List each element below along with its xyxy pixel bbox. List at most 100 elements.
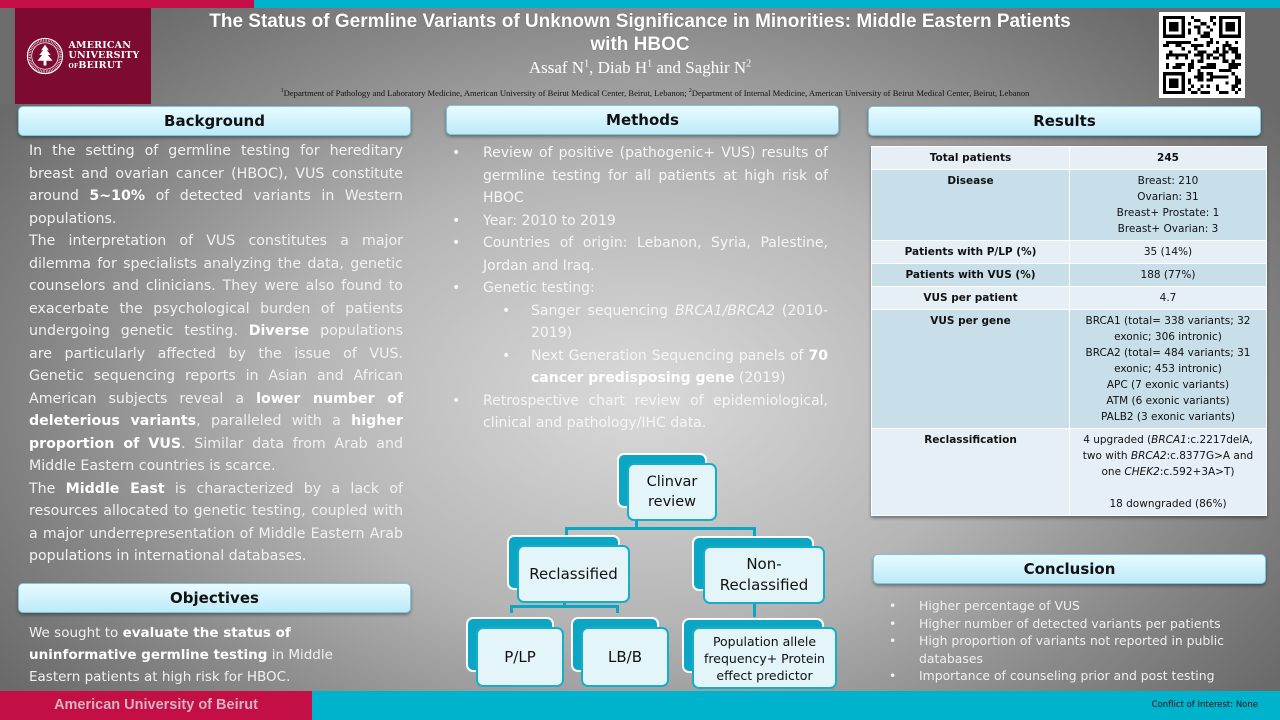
footer-institution: American University of Beirut	[54, 697, 258, 713]
text-run: :c.2217delA, two with	[1082, 434, 1253, 462]
conclusion-header: Conclusion	[873, 554, 1266, 584]
text-run: Sanger sequencing	[531, 302, 675, 319]
affiliation: Department of Internal Medicine, America…	[691, 88, 1030, 98]
flow-node-label: P/LP	[476, 627, 564, 687]
background-paragraph-2: The interpretation of VUS constitutes a …	[29, 230, 403, 478]
logo-wordmark: AMERICAN UNIVERSITY OFBEIRUT	[68, 40, 139, 72]
background-paragraph-3: The Middle East is characterized by a la…	[29, 478, 403, 568]
conclusion-list: Higher percentage of VUSHigher number of…	[889, 597, 1259, 685]
value-line: 245	[1157, 152, 1179, 164]
conclusion-item: Higher number of detected variants per p…	[889, 615, 1259, 633]
text-run: Countries of origin: Lebanon, Syria, Pal…	[483, 235, 828, 274]
text-run: is characterized by a lack of resources …	[29, 480, 403, 565]
text-run: in Middle Eastern patients at high risk …	[29, 647, 333, 685]
author-separator: and	[652, 58, 686, 77]
text-run: (2010-2019)	[531, 302, 828, 342]
text-run: Genetic testing:	[483, 280, 595, 296]
emphasis-text: higher proportion of VUS	[29, 413, 404, 452]
left-strip	[0, 8, 14, 104]
affiliation: Department of Pathology and Laboratory M…	[283, 88, 689, 98]
methods-item: Retrospective chart review of epidemiolo…	[452, 390, 828, 435]
methods-item: Countries of origin: Lebanon, Syria, Pal…	[452, 232, 828, 277]
reclassification-detail: 4 upgraded (BRCA1:c.2217delA, two with B…	[1074, 432, 1262, 480]
author-separator: ,	[589, 58, 598, 77]
footer-bar-blue	[312, 691, 1280, 720]
conclusion-item: High proportion of variants not reported…	[889, 632, 1259, 667]
affiliations: 1Department of Pathology and Laboratory …	[160, 88, 1150, 98]
row-label: Patients with P/LP (%)	[871, 240, 1070, 264]
qr-code[interactable]	[1159, 12, 1245, 98]
emphasis-text: Middle East	[65, 480, 165, 497]
emphasis-text: lower number of deleterious variants	[29, 390, 403, 430]
table-row: Patients with P/LP (%)35 (14%)	[871, 240, 1267, 264]
methods-item: Genetic testing:	[452, 277, 828, 300]
row-value: BRCA1 (total= 338 variants; 32 exonic; 3…	[1069, 309, 1267, 429]
connector-line	[565, 527, 568, 537]
text-run: of detected variants in Western populati…	[29, 188, 403, 227]
text-run: Next Generation Sequencing panels of	[531, 347, 809, 364]
value-line: BRCA1 (total= 338 variants; 32 exonic; 3…	[1085, 315, 1251, 343]
text-run: Retrospective chart review of epidemiolo…	[483, 392, 828, 432]
row-label: Disease	[871, 169, 1070, 241]
text-run: The	[29, 480, 66, 497]
flow-node-label: Population allele frequency+ Protein eff…	[692, 627, 837, 689]
gene-name: BRCA2	[1130, 450, 1167, 462]
objectives-header: Objectives	[18, 583, 411, 613]
methods-subitem: Next Generation Sequencing panels of 70 …	[452, 345, 828, 390]
table-row: VUS per gene BRCA1 (total= 338 variants; …	[871, 309, 1267, 429]
value-line: PALB2 (3 exonic variants)	[1101, 411, 1235, 423]
text-run: 4 upgraded (	[1083, 434, 1152, 446]
text-run: :c.8377G>A and one	[1101, 450, 1254, 478]
value-line: ATM (6 exonic variants)	[1106, 395, 1230, 407]
top-brand-bar-red	[0, 0, 254, 8]
text-run: , paralleled with a	[196, 413, 352, 429]
value-line: 4.7	[1159, 292, 1177, 304]
connector-line	[510, 605, 513, 613]
connector-line	[635, 517, 638, 529]
row-label: Reclassification	[871, 428, 1070, 516]
row-value: 4 upgraded (BRCA1:c.2217delA, two with B…	[1069, 428, 1267, 516]
gene-name: BRCA1/BRCA2	[675, 302, 775, 319]
value-line: BRCA2 (total= 484 variants; 31 exonic; 4…	[1085, 347, 1251, 375]
gene-name: BRCA1	[1151, 434, 1187, 446]
author: Diab H	[597, 58, 648, 77]
connector-line	[565, 527, 755, 530]
table-row: VUS per patient 4.7	[871, 286, 1267, 310]
emphasis-text: evaluate the status of uninformative ger…	[29, 625, 291, 663]
author-sup: 2	[746, 58, 752, 70]
text-run: Review of positive (pathogenic+ VUS) res…	[483, 145, 828, 206]
background-text: In the setting of germline testing for h…	[29, 140, 403, 568]
table-row: Patients with VUS (%)188 (77%)	[871, 263, 1267, 287]
emphasis-text: 5~10%	[89, 188, 146, 204]
connector-line	[616, 605, 619, 613]
top-brand-bar-blue	[254, 0, 1280, 8]
logo-of: OF	[68, 62, 79, 70]
methods-item: Review of positive (pathogenic+ VUS) res…	[452, 142, 828, 210]
connector-line	[753, 527, 756, 537]
row-value: 188 (77%)	[1069, 263, 1267, 287]
methods-item: Year: 2010 to 2019	[452, 210, 828, 233]
conflict-of-interest: Conflict of Interest: None	[1151, 700, 1258, 710]
poster-title: The Status of Germline Variants of Unkno…	[209, 11, 1071, 55]
flow-node-label: Clinvar review	[627, 463, 717, 521]
flowchart: Clinvar review Reclassified Non-Reclassi…	[450, 450, 850, 690]
row-value: 245	[1069, 146, 1267, 170]
row-label: VUS per patient	[871, 286, 1070, 310]
text-run: Year: 2010 to 2019	[483, 212, 616, 229]
flow-node-label: Reclassified	[517, 545, 630, 603]
logo-line-3: BEIRUT	[78, 59, 123, 71]
downgraded-count: 18 downgraded (86%)	[1109, 498, 1227, 510]
text-run: populations are particularly affected by…	[29, 323, 403, 407]
row-label: VUS per gene	[871, 309, 1070, 429]
value-line: Ovarian: 31	[1137, 191, 1199, 203]
connector-line	[753, 597, 756, 617]
row-value: 4.7	[1069, 286, 1267, 310]
author: Saghir N	[685, 58, 747, 77]
affiliation-sup: 2	[688, 88, 692, 95]
methods-subitem: Sanger sequencing BRCA1/BRCA2 (2010-2019…	[452, 300, 828, 345]
